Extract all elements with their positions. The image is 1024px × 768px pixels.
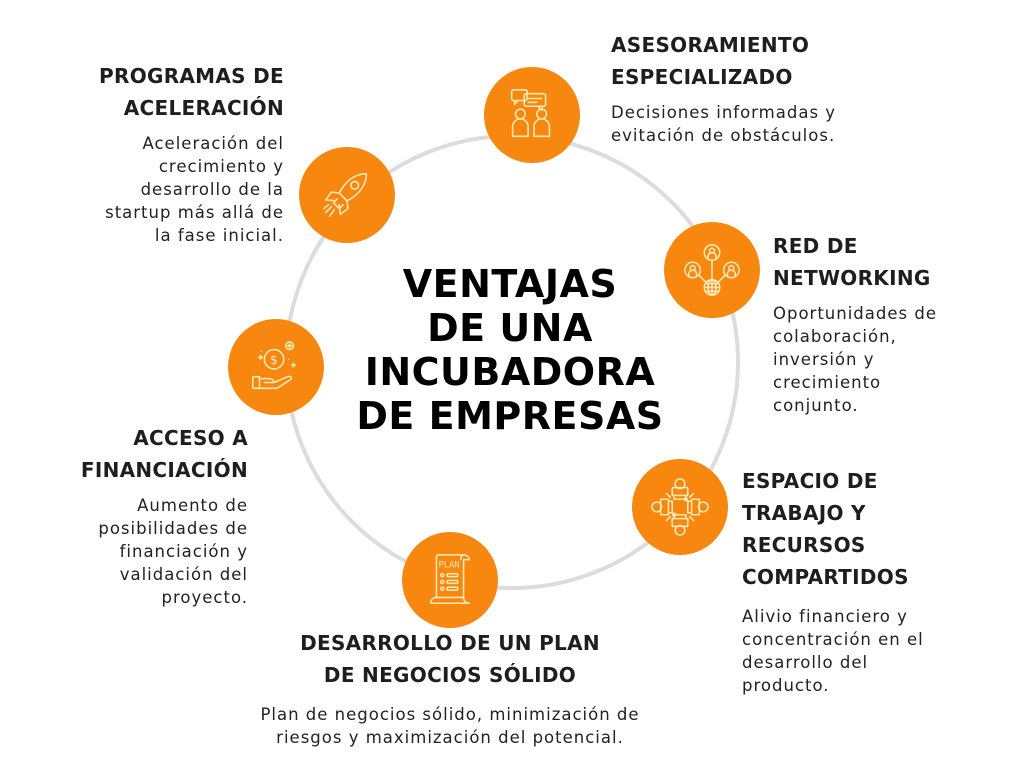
item-asesoramiento: ASESORAMIENTO ESPECIALIZADO Decisiones i… <box>611 29 901 147</box>
plan-bubble: PLAN <box>402 532 498 628</box>
heading-line: TRABAJO Y <box>742 501 866 525</box>
consulting-bubble <box>484 67 580 163</box>
workspace-bubble <box>632 459 728 555</box>
item-description: Alivio financiero y concentración en el … <box>742 607 924 695</box>
money-hand-icon: $ <box>251 341 297 390</box>
shared-workspace-table-icon <box>651 478 709 536</box>
heading-line: DE NEGOCIOS SÓLIDO <box>323 663 577 687</box>
network-bubble <box>664 222 760 318</box>
heading-line: NETWORKING <box>773 266 931 290</box>
title-line: INCUBADORA <box>364 350 656 394</box>
item-red: RED DE NETWORKING Oportunidades de colab… <box>773 230 993 417</box>
title-line: DE EMPRESAS <box>356 394 664 438</box>
network-globe-people-icon <box>684 244 740 296</box>
heading-line: FINANCIACIÓN <box>80 458 248 482</box>
consulting-people-chat-icon <box>510 89 551 138</box>
heading-line: ESPECIALIZADO <box>611 65 793 89</box>
heading-line: ESPACIO DE <box>742 469 878 493</box>
title-line: DE UNA <box>427 306 593 350</box>
heading-line: RECURSOS <box>742 533 866 557</box>
item-heading: ACCESO A FINANCIACIÓN <box>40 422 248 486</box>
main-title: VENTAJAS DE UNA INCUBADORA DE EMPRESAS <box>340 262 680 438</box>
item-description: Oportunidades de colaboración, inversión… <box>773 304 937 415</box>
item-espacio: ESPACIO DE TRABAJO Y RECURSOS COMPARTIDO… <box>742 465 1002 697</box>
heading-line: ACELERACIÓN <box>123 96 284 120</box>
item-description: Decisiones informadas y evitación de obs… <box>611 103 837 145</box>
rocket-icon <box>322 172 368 218</box>
heading-line: ASESORAMIENTO <box>611 33 810 57</box>
heading-line: PROGRAMAS DE <box>99 64 284 88</box>
item-plan: DESARROLLO DE UN PLAN DE NEGOCIOS SÓLIDO… <box>200 627 700 749</box>
title-line: VENTAJAS <box>402 262 618 306</box>
item-heading: ASESORAMIENTO ESPECIALIZADO <box>611 29 901 93</box>
heading-line: DESARROLLO DE UN PLAN <box>300 631 600 655</box>
item-aceleracion: PROGRAMAS DE ACELERACIÓN Aceleración del… <box>40 60 284 247</box>
item-heading: RED DE NETWORKING <box>773 230 993 294</box>
business-plan-scroll-icon: PLAN <box>429 554 471 605</box>
item-description: Aumento de posibilidades de financiación… <box>98 496 248 607</box>
item-heading: DESARROLLO DE UN PLAN DE NEGOCIOS SÓLIDO <box>200 627 700 691</box>
item-description: Aceleración del crecimiento y desarrollo… <box>105 134 284 245</box>
item-description: Plan de negocios sólido, minimización de… <box>260 705 640 747</box>
heading-line: COMPARTIDOS <box>742 565 909 589</box>
heading-line: RED DE <box>773 234 858 258</box>
item-heading: PROGRAMAS DE ACELERACIÓN <box>40 60 284 124</box>
financing-bubble: $ <box>228 319 324 415</box>
svg-text:$: $ <box>270 352 278 367</box>
item-heading: ESPACIO DE TRABAJO Y RECURSOS COMPARTIDO… <box>742 465 1002 593</box>
item-financiacion: ACCESO A FINANCIACIÓN Aumento de posibil… <box>40 422 248 609</box>
svg-text:PLAN: PLAN <box>439 560 460 570</box>
rocket-bubble <box>299 147 395 243</box>
heading-line: ACCESO A <box>133 426 248 450</box>
